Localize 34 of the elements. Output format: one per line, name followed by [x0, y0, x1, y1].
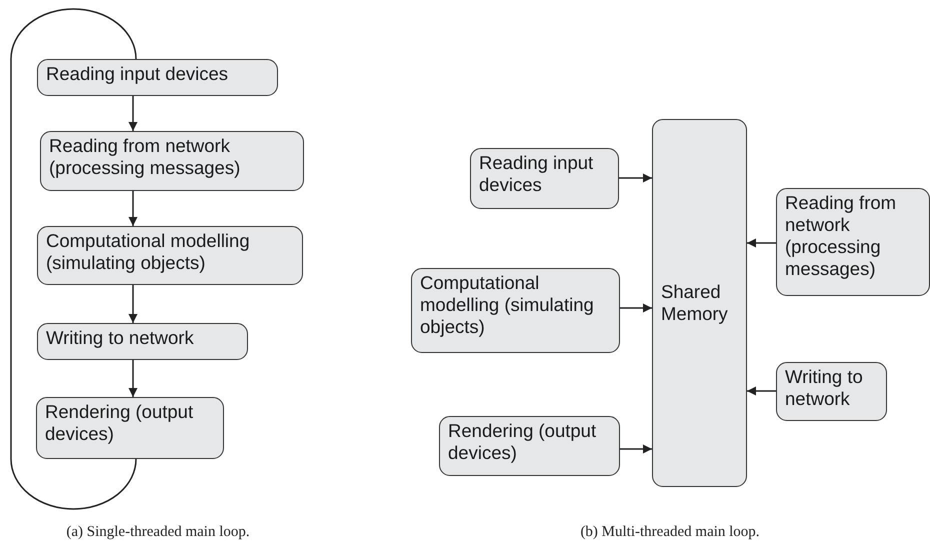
- node-label: Reading from network (processing messages): [49, 135, 242, 179]
- arrow: [747, 238, 776, 248]
- process-box: [411, 268, 620, 353]
- node-label: Computational modelling (simulating objects): [420, 272, 595, 338]
- process-box: [40, 131, 304, 191]
- process-box: [652, 119, 747, 487]
- arrow: [619, 174, 652, 182]
- arrow: [128, 360, 138, 397]
- arrow: [747, 386, 776, 396]
- node-label: Rendering (output devices): [45, 401, 194, 445]
- node-label: Reading input devices: [46, 63, 230, 85]
- node-label: Writing to network: [46, 327, 195, 349]
- arrow: [128, 285, 138, 323]
- loop-line: [10, 8, 137, 510]
- arrow: [620, 304, 652, 312]
- process-box: [37, 323, 248, 360]
- process-box: [37, 59, 278, 96]
- process-box: [776, 188, 930, 296]
- process-box: [36, 397, 224, 459]
- node-label: Shared Memory: [661, 281, 729, 325]
- node-label: Computational modelling (simulating objects): [46, 230, 251, 274]
- node-label: Writing to network: [785, 366, 864, 410]
- figure-caption: (a) Single-threaded main loop.: [66, 524, 250, 541]
- arrow: [128, 191, 138, 226]
- arrow: [620, 444, 652, 454]
- arrow: [128, 96, 138, 131]
- process-box: [470, 148, 619, 209]
- process-box: [776, 362, 887, 421]
- process-box: [439, 416, 620, 476]
- process-box: [37, 226, 303, 285]
- figure-caption: (b) Multi-threaded main loop.: [580, 524, 760, 541]
- node-label: Reading from network (processing messages): [785, 192, 898, 280]
- node-label: Rendering (output devices): [448, 420, 598, 464]
- node-label: Reading input devices: [479, 152, 594, 196]
